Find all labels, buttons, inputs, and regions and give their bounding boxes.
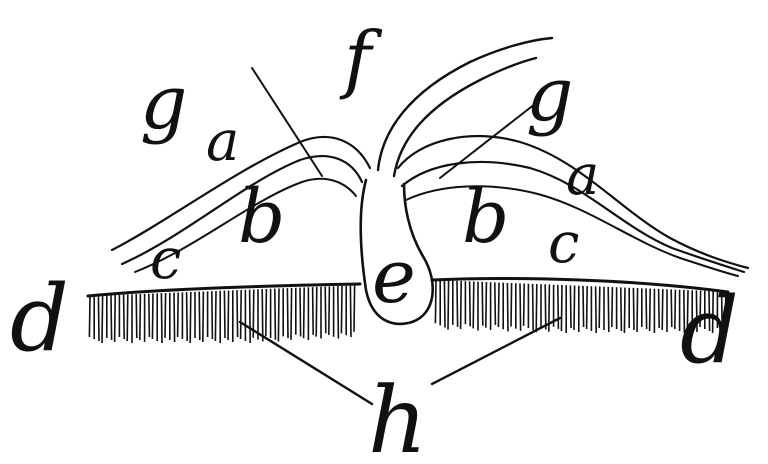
hatch-stroke [599,287,600,328]
hatch-stroke [215,291,216,341]
hatch-stroke [511,283,512,327]
hatch-stroke [313,287,314,335]
hatch-stroke [473,282,474,329]
label-b-right: b [462,174,509,260]
hatch-stroke [470,281,471,326]
label-d-left: d [10,265,69,372]
hatch-stroke [329,286,330,335]
hatch-stroke [341,286,342,333]
hatch-stroke [228,290,229,340]
hatch-stroke [608,287,609,332]
label-a-right: a [566,143,599,208]
hatch-stroke [583,286,584,327]
hatch-stroke [461,281,462,329]
hatch-stroke [457,281,458,327]
label-d-right: d [680,277,739,384]
hatch-stroke [675,290,676,329]
pointer-h-left [240,322,372,404]
hatch-stroke [350,286,351,337]
hatch-stroke [444,280,445,327]
hatch-stroke [646,288,647,329]
hatch-stroke [624,288,625,333]
label-f: f [339,16,383,102]
hatch-stroke [136,294,137,338]
hatch-stroke [536,284,537,332]
hatch-stroke [152,293,153,339]
hatch-stroke [300,288,301,337]
hatch-stroke [262,289,263,341]
hatch-stroke [89,296,90,337]
hatch-stroke [111,295,112,340]
hatch-stroke [199,292,200,340]
hatch-stroke [98,296,99,341]
hatch-stroke [596,286,597,333]
hatch-stroke [127,294,128,341]
hatch-stroke [316,287,317,337]
hatch-stroke [224,291,225,338]
hatch-stroke [115,295,116,342]
hatch-stroke [533,284,534,330]
hatch-stroke [102,295,103,343]
hatch-stroke [338,286,339,339]
hatch-stroke [178,292,179,337]
hatch-stroke [495,282,496,325]
hatch-stroke [124,295,125,339]
hatch-stroke [545,284,546,329]
label-g-left: g [140,60,187,146]
hatch-stroke [486,282,487,328]
hatch-stroke [250,290,251,343]
hatch-stroke [325,287,326,334]
hatch-stroke [190,292,191,343]
label-h: h [368,367,427,464]
hatch-stroke [237,290,238,337]
hatch-stroke [612,287,613,327]
hatch-stroke [659,289,660,328]
hatch-stroke [558,285,559,329]
hatch-stroke [187,292,188,341]
hatch-stroke [287,288,288,338]
hatch-stroke [662,289,663,330]
hatch-stroke [650,289,651,331]
hatch-stroke [304,287,305,338]
label-g-right: g [526,52,573,138]
hatch-stroke [561,285,562,331]
hatch-stroke [174,293,175,342]
hatch-stroke [520,283,521,330]
hatch-stroke [435,280,436,323]
label-c-right: c [548,211,579,276]
hatch-stroke [275,289,276,340]
hatch-stroke [203,291,204,342]
label-c-left: c [150,227,181,292]
hatch-stroke [671,289,672,327]
hatch-stroke [621,287,622,331]
hatch-stroke [507,283,508,332]
hatch-stroke [165,293,166,338]
hatch-stroke [266,289,267,336]
hatch-stroke [574,286,575,330]
hatch-stroke [637,288,638,332]
hatch-stroke [212,291,213,339]
hatch-stroke [570,285,571,328]
pointer-h-right [432,318,560,384]
hatch-stroke [498,283,499,328]
hatch-stroke [482,282,483,326]
hatch-stroke [149,294,150,337]
label-a-left: a [206,109,239,174]
hatch-stroke [241,290,242,339]
hatch-stroke [140,294,141,340]
hatch-stroke [278,288,279,341]
hatch-stroke [354,285,355,331]
hatch-stroke [524,284,525,326]
hatch-stroke [633,288,634,330]
label-e: e [372,234,416,320]
hatch-stroke [161,293,162,343]
hatch-stroke [448,281,449,330]
hatch-stroke [587,286,588,329]
label-b-left: b [238,174,285,260]
hatch-stroke [291,288,292,340]
